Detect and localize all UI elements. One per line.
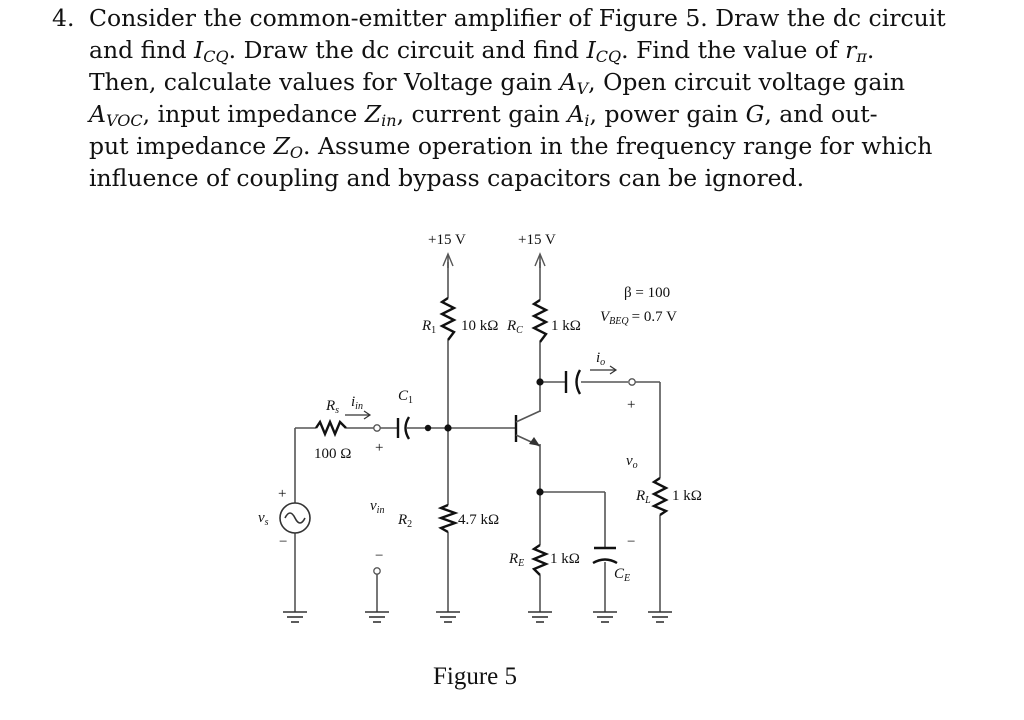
io-arrow <box>590 365 618 375</box>
supply-arrow-right <box>534 252 546 268</box>
vin-minus: − <box>375 548 383 564</box>
beta-label: β = 100 <box>624 285 670 301</box>
problem-line: influence of coupling and bypass capacit… <box>89 164 805 192</box>
rc-value: 1 kΩ <box>551 318 581 334</box>
math-variable: A <box>567 100 585 128</box>
wires <box>294 262 661 612</box>
vo-minus: − <box>627 534 635 550</box>
ground-symbols <box>283 611 672 623</box>
vin-label: vin <box>370 498 384 516</box>
resistor-rl <box>651 477 669 516</box>
vbeq-label: VBEQ= 0.7 V <box>600 309 677 327</box>
vs-plus: + <box>278 486 286 502</box>
problem-line: AVOC, input impedance Zin, current gain … <box>89 100 878 130</box>
rs-value: 100 Ω <box>314 446 351 462</box>
supply-right-label: +15 V <box>518 232 556 248</box>
problem-line: Consider the common-emitter amplifier of… <box>89 4 946 32</box>
rl-label: RL <box>635 488 651 506</box>
resistor-r1 <box>439 297 457 341</box>
rs-label: Rs <box>325 398 339 416</box>
math-variable: A <box>89 100 106 128</box>
problem-number: 4. <box>52 4 75 32</box>
vs-minus: − <box>279 534 287 550</box>
r2-label: R2 <box>397 512 412 530</box>
supply-left-label: +15 V <box>428 232 466 248</box>
math-variable: Z <box>273 132 290 160</box>
problem-line: put impedance ZO. Assume operation in th… <box>89 132 933 162</box>
terminals <box>373 378 636 575</box>
math-variable: A <box>559 68 577 96</box>
math-subscript: VOC <box>105 111 143 130</box>
vo-label: vo <box>626 453 638 471</box>
math-subscript: CQ <box>203 47 229 66</box>
capacitor-ce <box>592 546 618 565</box>
junction-dots <box>424 378 544 496</box>
math-subscript: V <box>576 79 589 98</box>
re-label: RE <box>508 551 524 569</box>
rl-value: 1 kΩ <box>672 488 702 504</box>
rc-label: RC <box>506 318 523 336</box>
math-variable: I <box>193 36 204 64</box>
resistor-rc <box>531 299 549 343</box>
ground-icon <box>283 611 307 623</box>
io-label: io <box>596 350 605 368</box>
problem-line: Then, calculate values for Voltage gain … <box>89 68 906 98</box>
iin-arrow <box>345 410 372 420</box>
supply-arrow-left <box>442 252 454 268</box>
vo-plus: + <box>627 397 635 413</box>
ground-icon <box>436 611 460 623</box>
resistor-rs <box>315 418 347 438</box>
ground-icon <box>593 611 617 623</box>
capacitor-c1 <box>396 416 411 440</box>
math-variable: I <box>586 36 596 64</box>
resistor-r2 <box>437 503 459 534</box>
math-subscript: i <box>584 111 590 130</box>
math-variable: G <box>745 100 765 128</box>
ground-icon <box>648 611 672 623</box>
math-variable: r <box>845 36 857 64</box>
iin-label: iin <box>351 394 363 412</box>
math-subscript: CQ <box>595 47 622 66</box>
ac-voltage-source <box>279 502 311 534</box>
c1-label: C1 <box>398 388 413 406</box>
vs-label: vs <box>258 510 269 528</box>
figure-caption: Figure 5 <box>433 663 517 690</box>
problem-line: and find ICQ. Draw the dc circuit and fi… <box>89 36 875 66</box>
vin-plus: + <box>375 440 383 456</box>
re-value: 1 kΩ <box>550 551 580 567</box>
resistor-re <box>530 544 550 576</box>
math-subscript: π <box>856 47 867 66</box>
ground-icon <box>528 611 552 623</box>
r1-label: R1 <box>421 318 436 336</box>
math-subscript: O <box>289 143 304 162</box>
math-subscript: in <box>381 111 397 130</box>
math-variable: Z <box>364 100 382 128</box>
ground-icon <box>365 611 389 623</box>
r2-value: 4.7 kΩ <box>458 512 499 528</box>
ce-label: CE <box>614 566 630 584</box>
npn-transistor <box>514 410 541 447</box>
r1-value: 10 kΩ <box>461 318 498 334</box>
capacitor-output <box>564 369 582 395</box>
